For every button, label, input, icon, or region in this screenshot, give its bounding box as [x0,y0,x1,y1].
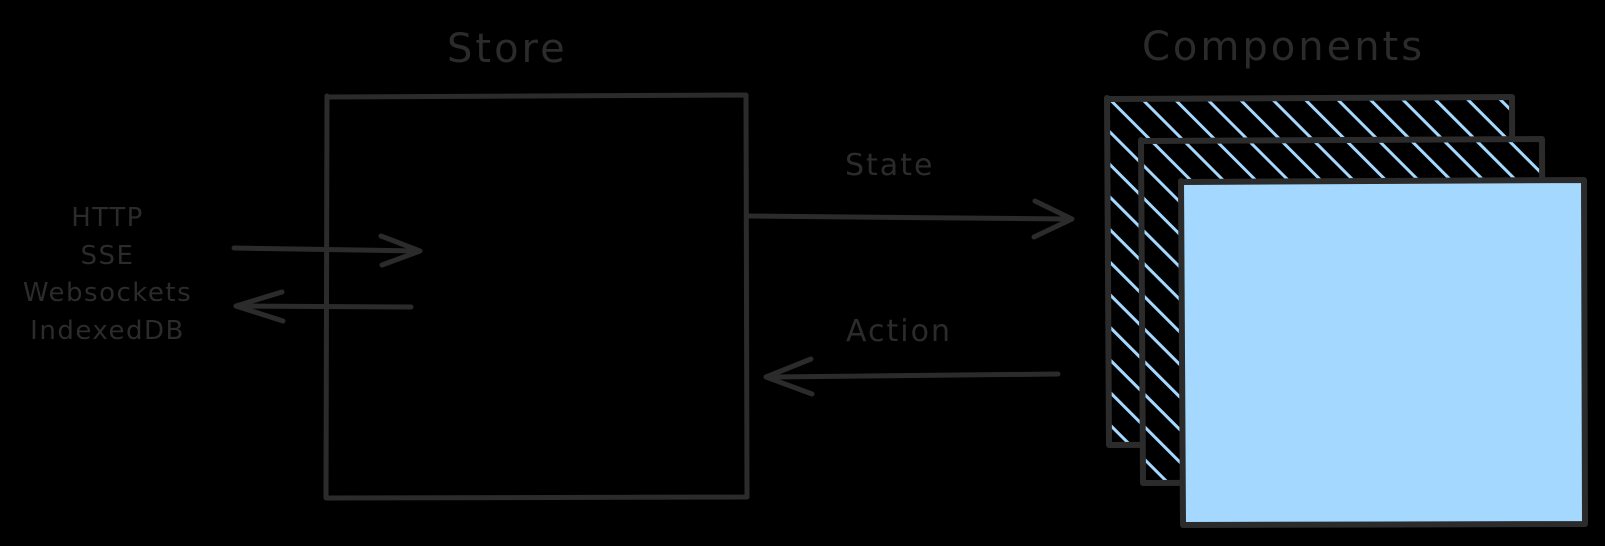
state-arrow [746,198,1075,240]
protocol-inbound-arrow [231,233,423,268]
state-arrow-label: State [845,148,935,183]
protocol-label-http: HTTP [71,203,144,233]
store-box [323,92,750,501]
protocol-label-group: HTTP SSE Websockets IndexedDB [0,200,215,351]
action-arrow-label: Action [846,314,952,349]
protocol-outbound-arrow [233,289,414,324]
protocol-label-indexeddb: IndexedDB [30,316,185,347]
component-box-front [1178,177,1588,528]
action-arrow [763,356,1061,397]
protocol-label-sse: SSE [80,240,135,271]
components-title: Components [1142,24,1426,70]
store-title: Store [447,26,568,72]
protocol-label-websockets: Websockets [22,278,193,309]
